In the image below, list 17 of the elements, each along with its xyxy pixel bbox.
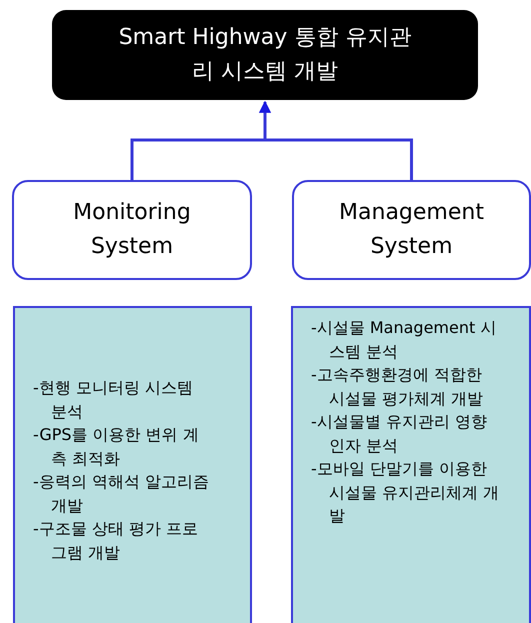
task-item: -시설물별 유지관리 영향인자 분석 [311, 411, 488, 456]
task-item: -GPS를 이용한 변위 계측 최적화 [33, 424, 200, 470]
task-item: -현행 모니터링 시스템 분석 [33, 377, 194, 422]
task-item: -구조물 상태 평가 프로그램 개발 [33, 518, 200, 564]
task-item: -고속주행환경에 적합한 시설물 평가체계 개발 [311, 364, 484, 410]
task-item: -시설물 Management 시스템 분석 [311, 317, 498, 362]
node-label: Management System [338, 199, 485, 261]
connector-arrow [259, 100, 413, 180]
node-label: Monitoring System [72, 199, 192, 261]
task-list-panel [291, 306, 531, 623]
task-list-panel [13, 306, 252, 623]
title-box [52, 10, 478, 100]
node-label: Smart Highway 통합 유지관리 시스템 개발 [118, 24, 412, 86]
system-box [12, 180, 252, 280]
task-item: -모바일 단말기를 이용한 시설물 유지관리체계 개발 [311, 458, 500, 527]
system-box [292, 180, 531, 280]
task-item: -응력의 역해석 알고리즘 개발 [33, 471, 210, 516]
